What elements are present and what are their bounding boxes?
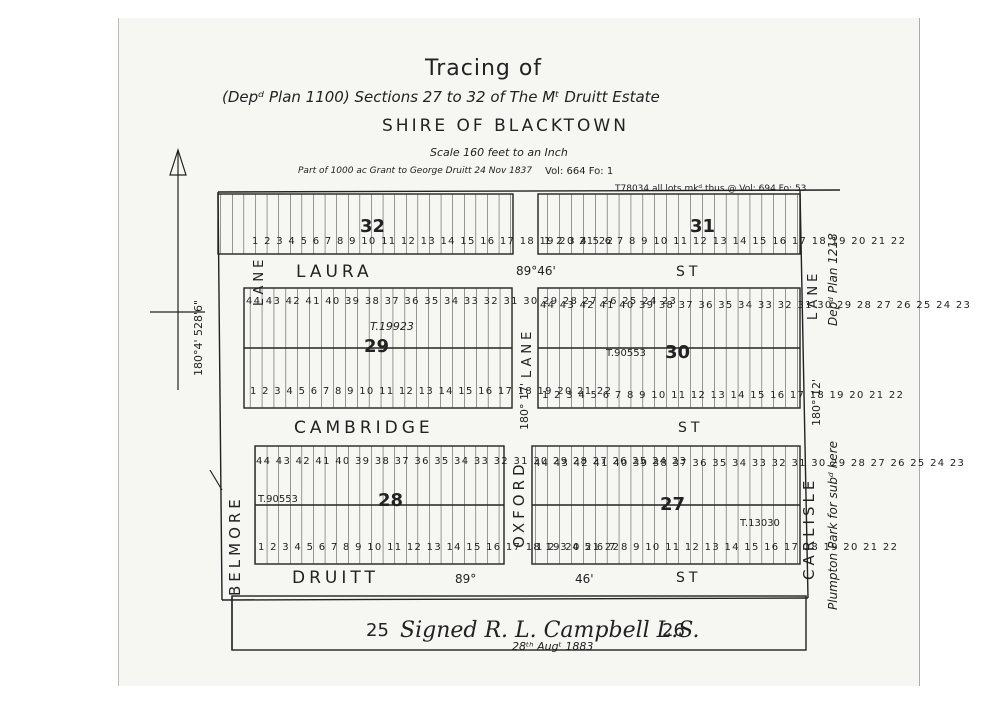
shire-name: SHIRE OF BLACKTOWN [382,116,629,136]
laura-street: LAURA [296,262,373,282]
title-ref-27: T.13030 [740,518,780,529]
section-27: 27 [660,494,686,515]
laura-st: ST [676,264,702,280]
right-lane: LANE [806,269,821,320]
lots-section-30-lower: 1 2 3 4 5 6 7 8 9 10 11 12 13 14 15 16 1… [542,390,905,401]
title-ref-28: T.90553 [258,494,298,505]
lots-section-27-lower: 1 2 3 4 5 6 7 8 9 10 11 12 13 14 15 16 1… [536,542,899,553]
lots-section-32: 1 2 3 4 5 6 7 8 9 10 11 12 13 14 15 16 1… [252,236,615,247]
belmore-lane: BELMORE [226,495,244,596]
lots-section-28-upper: 44 43 42 41 40 39 38 37 36 35 34 33 32 3… [256,456,688,467]
druitt-st: ST [676,570,702,586]
oxford-street: OXFORD [510,460,528,548]
druitt-bearing-a: 89° [455,572,477,586]
cambridge-street: CAMBRIDGE [294,418,434,438]
map-scale: Scale 160 feet to an Inch [430,146,568,159]
surveyor-signature: Signed R. L. Campbell L.S. [400,618,700,643]
map-subtitle: (Depᵈ Plan 1100) Sections 27 to 32 of Th… [222,88,660,106]
right-bearing: 180° 12' [810,378,823,426]
lots-section-31: 1 2 3 4 5 6 7 8 9 10 11 12 13 14 15 16 1… [544,236,907,247]
vol-ref-left: Vol: 664 Fo: 1 [545,166,614,177]
plumpton-park-note: Plumpton Park for subᵈ here [826,440,840,610]
lots-section-29-lower: 1 2 3 4 5 6 7 8 9 10 11 12 13 14 15 16 1… [250,386,613,397]
title-ref-29: T.19923 [370,320,414,333]
druitt-bearing-b: 46' [575,572,594,586]
adjoining-section-26: 26 [662,620,685,641]
cambridge-st: ST [678,420,704,436]
vol-ref-right: T78034 all lots mkᵈ thus @ Vol: 694 Fo: … [615,184,807,194]
lots-section-28-lower: 1 2 3 4 5 6 7 8 9 10 11 12 13 14 15 16 1… [258,542,621,553]
laura-bearing: 89°46' [516,264,556,278]
section-32: 32 [360,216,386,237]
left-bearing: 180°4' 528'6" [192,299,205,376]
section-31: 31 [690,216,716,237]
carlisle-street: CARLISLE [800,476,818,580]
lots-section-27-upper: 44 43 42 41 40 39 38 37 36 35 34 33 32 3… [534,458,966,469]
section-28: 28 [378,490,404,511]
adjoining-section-25: 25 [366,620,389,641]
map-title: Tracing of [425,56,543,81]
grant-note: Part of 1000 ac Grant to George Druitt 2… [298,166,533,176]
title-ref-30: T.90553 [606,348,646,359]
signature-date: 28ᵗʰ Augᵗ 1883 [512,640,594,653]
lots-section-30-upper: 44 43 42 41 40 39 38 37 36 35 34 33 32 3… [540,300,972,311]
lots-section-29-upper: 44 43 42 41 40 39 38 37 36 35 34 33 32 3… [246,296,678,307]
middle-lane: LANE [520,327,535,378]
section-29: 29 [364,336,390,357]
druitt-street: DRUITT [292,568,379,588]
dep-plan-ref: Depᵈ Plan 1218 [826,233,840,326]
section-30: 30 [665,342,691,363]
